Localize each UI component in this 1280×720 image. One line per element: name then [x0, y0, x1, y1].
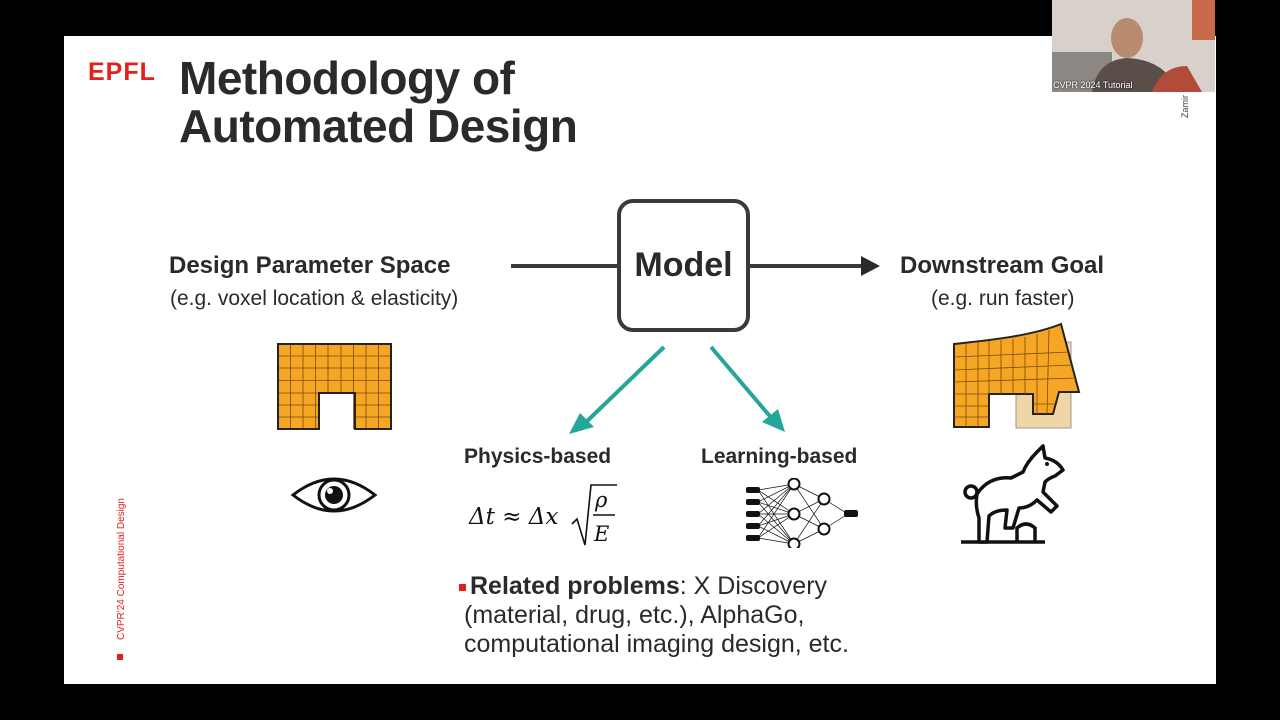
- related-problems: Related problems: X Discovery (material,…: [459, 572, 849, 659]
- title-line-2: Automated Design: [179, 100, 578, 152]
- voxel-robot-icon: [277, 343, 392, 430]
- slide-title: Methodology of Automated Design: [179, 52, 578, 152]
- neural-network-icon: [746, 478, 858, 548]
- slide: EPFL Methodology of Automated Design CVP…: [64, 36, 1216, 684]
- title-line-1: Methodology of: [179, 52, 515, 104]
- webcam-label: CVPR 2024 Tutorial: [1053, 80, 1133, 90]
- design-space-title: Design Parameter Space: [169, 252, 451, 279]
- speaker-name: Zamir: [1180, 95, 1190, 118]
- related-line-2: (material, drug, etc.), AlphaGo,: [464, 601, 805, 629]
- epfl-logo: EPFL: [88, 58, 156, 86]
- svg-text:Δt ≈ Δx: Δt ≈ Δx: [468, 504, 558, 530]
- related-line1-rest: : X Discovery: [679, 572, 828, 600]
- physics-based-label: Physics-based: [464, 445, 612, 468]
- design-space-subtitle: (e.g. voxel location & elasticity): [170, 287, 459, 310]
- flow-lines: [511, 256, 880, 434]
- goal-subtitle: (e.g. run faster): [931, 287, 1075, 310]
- related-bold: Related problems: [470, 572, 680, 600]
- related-line-3: computational imaging design, etc.: [464, 630, 849, 658]
- goal-title: Downstream Goal: [900, 252, 1105, 279]
- dog-jumping-icon: [961, 444, 1065, 544]
- bullet-marker: [459, 583, 466, 591]
- related-line-1: Related problems: X Discovery: [459, 572, 849, 601]
- svg-text:ρ: ρ: [594, 488, 608, 512]
- model-box: Model: [617, 199, 750, 332]
- webcam-feed: CVPR 2024 Tutorial: [1052, 0, 1215, 92]
- svg-text:E: E: [593, 522, 609, 546]
- speaker-video: [1052, 0, 1215, 92]
- eye-icon: [290, 477, 378, 513]
- physics-formula: Δt ≈ Δx ρ E: [468, 484, 617, 546]
- deformed-voxel-robot-icon: [953, 322, 1081, 429]
- side-marker: [117, 654, 123, 660]
- learning-based-label: Learning-based: [701, 445, 858, 468]
